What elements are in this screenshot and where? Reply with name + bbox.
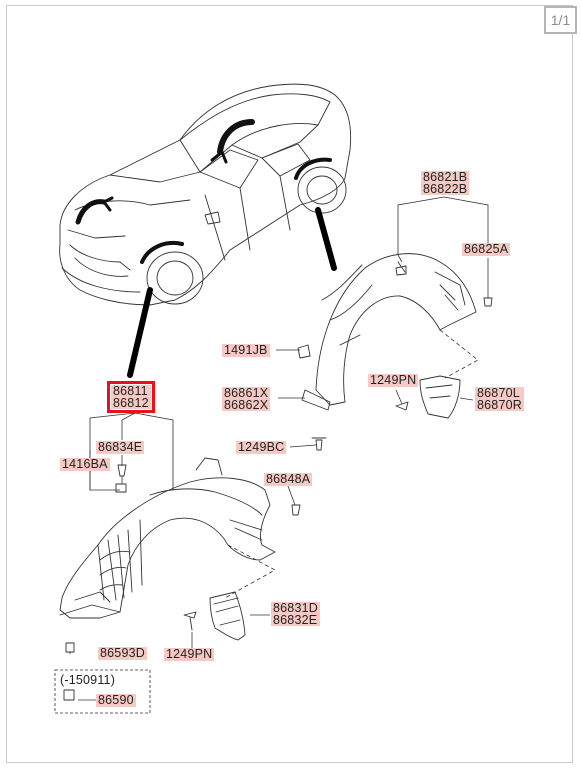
part-label-86862X[interactable]: 86862X — [224, 398, 269, 412]
page-indicator: 1/1 — [544, 6, 577, 34]
part-label-1416BA[interactable]: 1416BA — [60, 457, 110, 471]
diagram-frame — [6, 5, 573, 763]
part-label-86834E[interactable]: 86834E — [96, 440, 145, 454]
car-illustration — [59, 83, 352, 306]
rear-wheel-liner — [315, 253, 477, 406]
note-range: (-150911) — [60, 673, 116, 687]
bolt-1249BC — [311, 437, 327, 451]
leader-lines — [54, 196, 489, 714]
part-label-86832E[interactable]: 86832E — [273, 613, 318, 627]
part-label-86831D-86832E[interactable]: 86831D 86832E — [271, 602, 320, 626]
screw-1249PN-front — [183, 611, 197, 631]
part-label-86812[interactable]: 86812 — [113, 396, 149, 410]
part-label-86821B[interactable]: 86821B — [423, 170, 468, 184]
front-wheel-liner — [59, 457, 276, 619]
nut-86593D — [65, 642, 75, 653]
front-mud-flap — [209, 591, 246, 641]
part-label-86870R[interactable]: 86870R — [477, 398, 522, 412]
part-label-86811-86812[interactable]: 86811 86812 — [107, 381, 155, 413]
part-label-1491JB[interactable]: 1491JB — [222, 343, 270, 357]
bracket-86861X — [301, 389, 331, 411]
nut-86848A — [291, 504, 301, 516]
part-label-86848A[interactable]: 86848A — [264, 472, 313, 486]
part-label-86811[interactable]: 86811 — [113, 384, 148, 398]
clip-1416BA — [115, 483, 127, 493]
part-label-1249PN-front[interactable]: 1249PN — [164, 647, 215, 661]
part-label-86590[interactable]: 86590 — [96, 693, 136, 707]
part-label-86831D[interactable]: 86831D — [273, 601, 318, 615]
part-label-1249BC[interactable]: 1249BC — [236, 440, 287, 454]
part-label-86861X[interactable]: 86861X — [224, 386, 269, 400]
part-label-1249PN-rear[interactable]: 1249PN — [368, 373, 419, 387]
clip-86834E — [117, 464, 127, 477]
part-label-86822B[interactable]: 86822B — [423, 182, 468, 196]
clip-1491JB — [297, 344, 311, 359]
part-label-86870L[interactable]: 86870L — [477, 386, 520, 400]
part-label-86593D[interactable]: 86593D — [98, 646, 147, 660]
nut-86590 — [63, 689, 75, 701]
nut-86825A — [483, 297, 493, 307]
part-label-86821B-86822B[interactable]: 86821B 86822B — [421, 170, 470, 196]
clip-rear-top — [395, 265, 407, 276]
part-label-86861X-86862X[interactable]: 86861X 86862X — [222, 386, 271, 412]
part-label-86825A[interactable]: 86825A — [462, 242, 511, 256]
rear-mud-flap — [419, 375, 461, 419]
part-label-86870L-86870R[interactable]: 86870L 86870R — [475, 387, 524, 411]
